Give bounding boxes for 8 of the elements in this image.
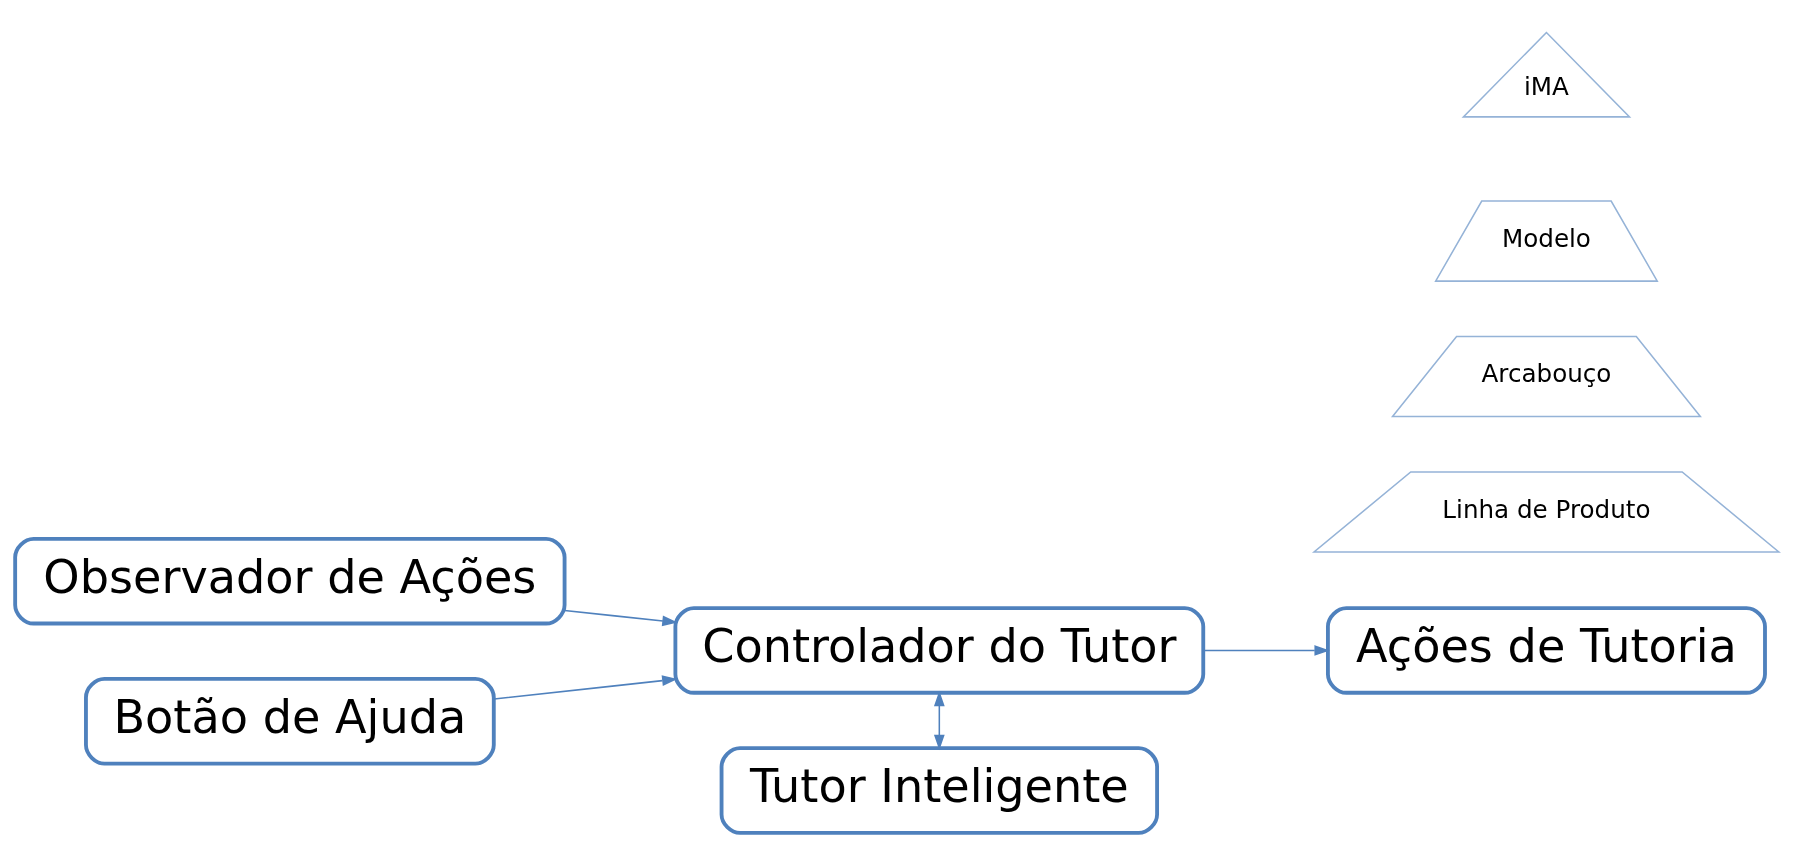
arrow — [493, 675, 678, 700]
node-box: Controlador do Tutor — [673, 606, 1206, 695]
arrow — [1202, 645, 1330, 656]
arrow — [563, 609, 678, 627]
node-box: Botão de Ajuda — [84, 677, 496, 766]
node-box: Observador de Ações — [13, 536, 567, 626]
node-box: Tutor Inteligente — [719, 746, 1159, 835]
node-box: Ações de Tutoria — [1326, 606, 1767, 695]
